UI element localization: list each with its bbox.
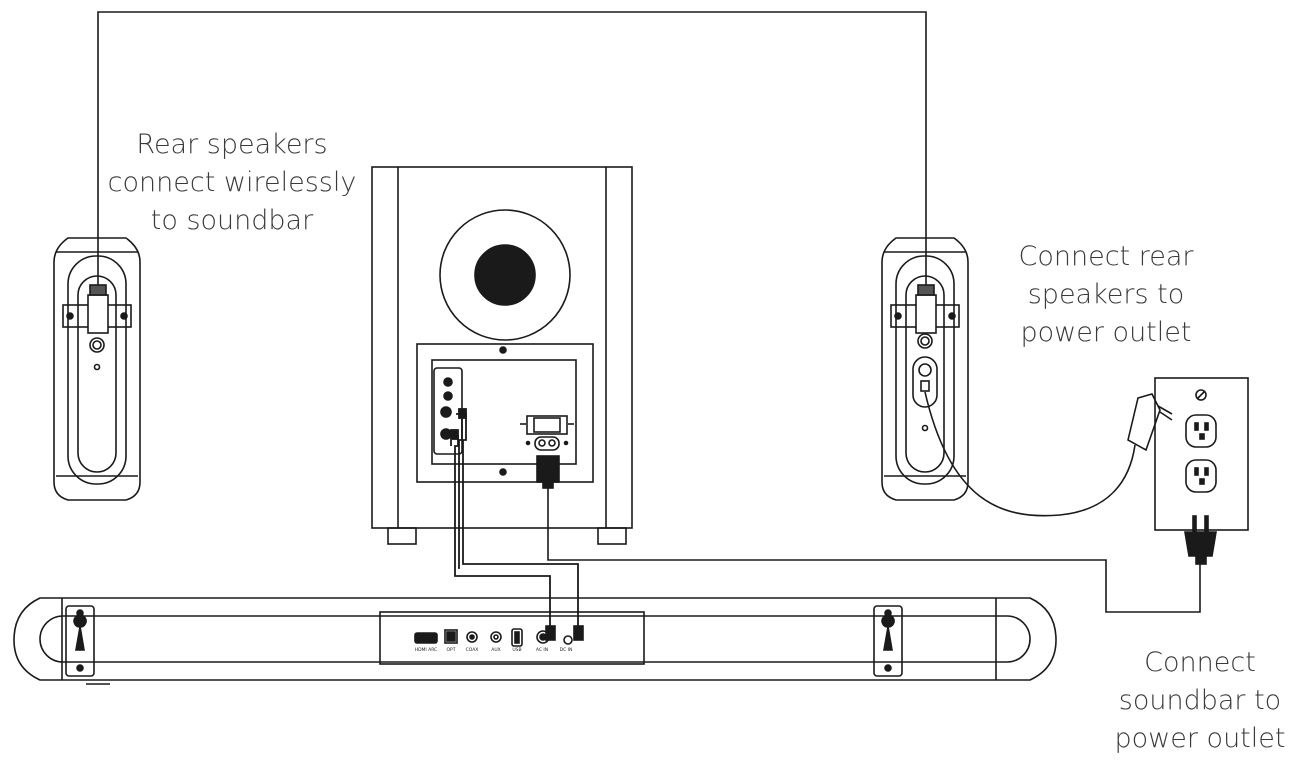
soundbar-power-line-2: soundbar to bbox=[1118, 685, 1282, 716]
rear-speakers-wireless-label: Rear speakers connect wirelessly to soun… bbox=[102, 126, 362, 240]
port-label-hdmi: HDMI ARC bbox=[415, 647, 438, 653]
port-label-opt: OPT bbox=[446, 647, 455, 653]
port-label-dc-in: DC IN bbox=[560, 647, 573, 653]
port-label-usb: USB bbox=[512, 647, 521, 653]
right-rear-speaker bbox=[881, 237, 969, 501]
soundbar-power-line-1: Connect bbox=[1144, 647, 1256, 678]
rear-speaker-power-cable bbox=[924, 391, 1173, 517]
left-rear-speaker bbox=[53, 237, 141, 501]
subwoofer bbox=[371, 166, 633, 545]
port-label-ac-in: AC IN bbox=[536, 647, 548, 653]
soundbar-power-line-3: power outlet bbox=[1114, 723, 1286, 754]
soundbar bbox=[13, 597, 1057, 685]
rear-speakers-power-label: Connect rear speakers to power outlet bbox=[1000, 238, 1212, 352]
soundbar-port-labels: HDMI ARC OPT COAX AUX USB AC IN DC IN bbox=[415, 647, 573, 653]
wireless-link-line bbox=[97, 11, 927, 312]
rear-power-line-2: speakers to bbox=[1027, 279, 1185, 310]
port-label-coax: COAX bbox=[466, 647, 479, 653]
rear-wireless-line-1: Rear speakers bbox=[136, 129, 328, 160]
wall-outlet bbox=[1154, 377, 1249, 531]
soundbar-power-label: Connect soundbar to power outlet bbox=[1106, 644, 1294, 758]
subwoofer-to-soundbar-cables bbox=[450, 408, 579, 628]
port-label-aux: AUX bbox=[491, 647, 500, 653]
rear-power-line-3: power outlet bbox=[1020, 317, 1192, 348]
rear-wireless-line-2: connect wirelessly bbox=[107, 167, 357, 198]
subwoofer-power-cable bbox=[547, 488, 1201, 613]
soundbar-power-plug bbox=[1184, 515, 1217, 565]
rear-power-line-1: Connect rear bbox=[1018, 241, 1194, 272]
rear-wireless-line-3: to soundbar bbox=[150, 205, 314, 236]
